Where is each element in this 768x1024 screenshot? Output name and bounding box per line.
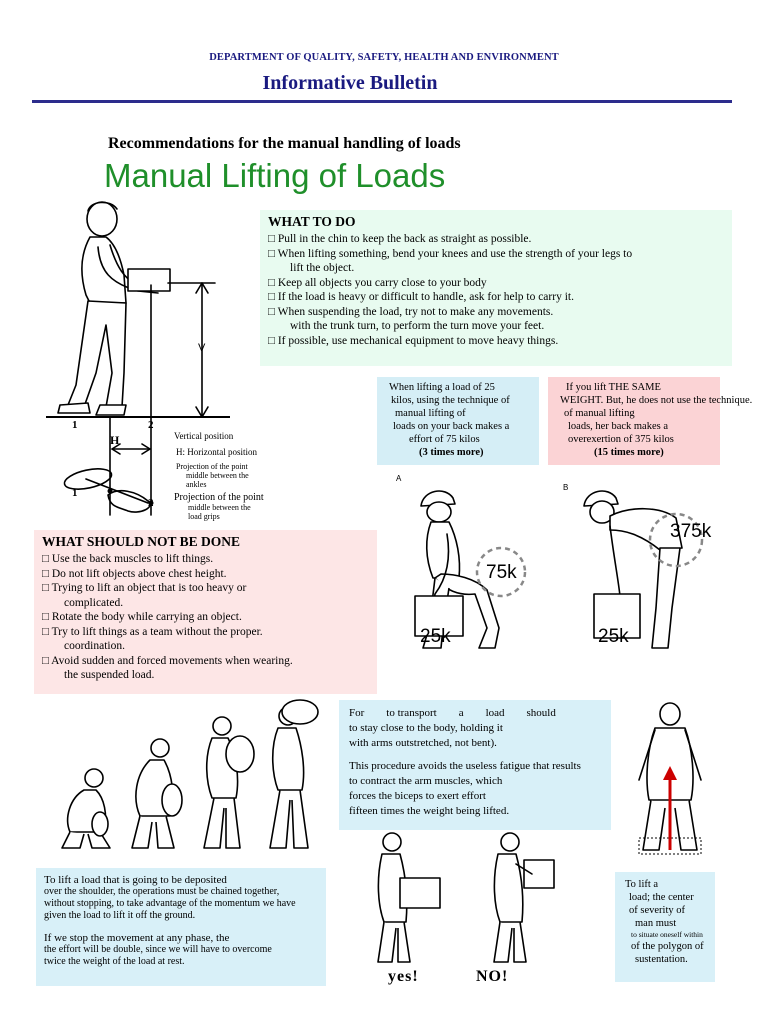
what-not-heading: WHAT SHOULD NOT BE DONE	[42, 534, 241, 549]
gravity-panel: To lift a load; the center of severity o…	[615, 872, 715, 982]
correct-lift-illustration	[414, 490, 527, 649]
shoulder-panel: To lift a load that is going to be depos…	[36, 868, 326, 986]
transport-text-2: This procedure avoids the useless fatigu…	[349, 760, 581, 817]
figure-a-load: 25k	[420, 626, 451, 647]
figure-a-effort: 75k	[486, 562, 517, 583]
list-item: □ Do not lift objects above chest height…	[42, 567, 227, 580]
legend-horizontal: H: Horizontal position	[176, 447, 257, 457]
figure-b-effort: 375k	[670, 521, 712, 542]
header-divider	[32, 100, 732, 103]
transport-text-1: For to transport a load should to stay c…	[349, 707, 556, 749]
point-2-label: 2	[148, 419, 154, 431]
list-item: □ When suspending the load, try not to m…	[268, 305, 554, 333]
shoulder-lift-sequence-illustration	[61, 699, 319, 849]
v-label: V	[198, 342, 206, 354]
what-to-do-heading: WHAT TO DO	[268, 214, 356, 229]
carrying-comparison-illustration	[377, 832, 555, 963]
figure-a-letter: A	[396, 474, 402, 483]
incorrect-lift-illustration	[583, 490, 704, 649]
list-item: □ Keep all objects you carry close to yo…	[268, 276, 487, 289]
what-to-do-list: □ Pull in the chin to keep the back as s…	[268, 232, 724, 348]
compare-a-panel: When lifting a load of 25 kilos, using t…	[377, 377, 539, 465]
list-item: □ Avoid sudden and forced movements when…	[42, 654, 293, 682]
list-item: □ Use the back muscles to lift things.	[42, 553, 214, 565]
list-item: □ Pull in the chin to keep the back as s…	[268, 233, 532, 245]
list-item: □ If the load is heavy or difficult to h…	[268, 291, 574, 303]
shoulder-text-2: If we stop the movement at any phase, th…	[44, 932, 272, 967]
point-1-label: 1	[72, 419, 78, 431]
legend-projection-ankles: Projection of the point middle between t…	[176, 462, 249, 489]
compare-b-text: If you lift THE SAME WEIGHT. But, he doe…	[560, 382, 753, 458]
h-label: H	[110, 433, 120, 447]
yes-label: yes!	[388, 968, 419, 985]
no-label: NO!	[476, 968, 509, 985]
what-to-do-panel: WHAT TO DO □ Pull in the chin to keep th…	[260, 210, 732, 366]
gravity-text: To lift a load; the center of severity o…	[625, 879, 704, 965]
list-item: □ Rotate the body while carrying an obje…	[42, 611, 242, 623]
bulletin-title: Informative Bulletin	[262, 72, 438, 94]
compare-a-text: When lifting a load of 25 kilos, using t…	[389, 382, 510, 458]
legend-vertical: Vertical position	[174, 431, 234, 441]
list-item: □ Trying to lift an object that is too h…	[42, 582, 247, 609]
shoulder-text-1: To lift a load that is going to be depos…	[44, 874, 296, 921]
page-title: Manual Lifting of Loads	[104, 157, 446, 194]
department-name: DEPARTMENT OF QUALITY, SAFETY, HEALTH AN…	[209, 52, 559, 63]
list-item: □ When lifting something, bend your knee…	[268, 247, 633, 275]
transport-panel: For to transport a load should to stay c…	[339, 700, 611, 830]
point-1b-label: 1	[72, 487, 78, 499]
list-item: □ Try to lift things as a team without t…	[42, 625, 263, 653]
center-of-gravity-illustration	[638, 702, 702, 855]
figure-b-load: 25k	[598, 626, 629, 647]
legend-projection-grips: Projection of the point middle between t…	[174, 492, 264, 522]
figure-b-letter: B	[563, 483, 569, 492]
compare-b-panel: If you lift THE SAME WEIGHT. But, he doe…	[548, 377, 753, 465]
what-not-list: □ Use the back muscles to lift things. □…	[42, 552, 369, 683]
recommendation-subtitle: Recommendations for the manual handling …	[108, 135, 461, 152]
list-item: □ If possible, use mechanical equipment …	[268, 334, 559, 347]
what-not-panel: WHAT SHOULD NOT BE DONE □ Use the back m…	[34, 530, 377, 694]
posture-measurement-diagram	[46, 201, 230, 516]
point-2b-label: 2	[148, 497, 154, 509]
